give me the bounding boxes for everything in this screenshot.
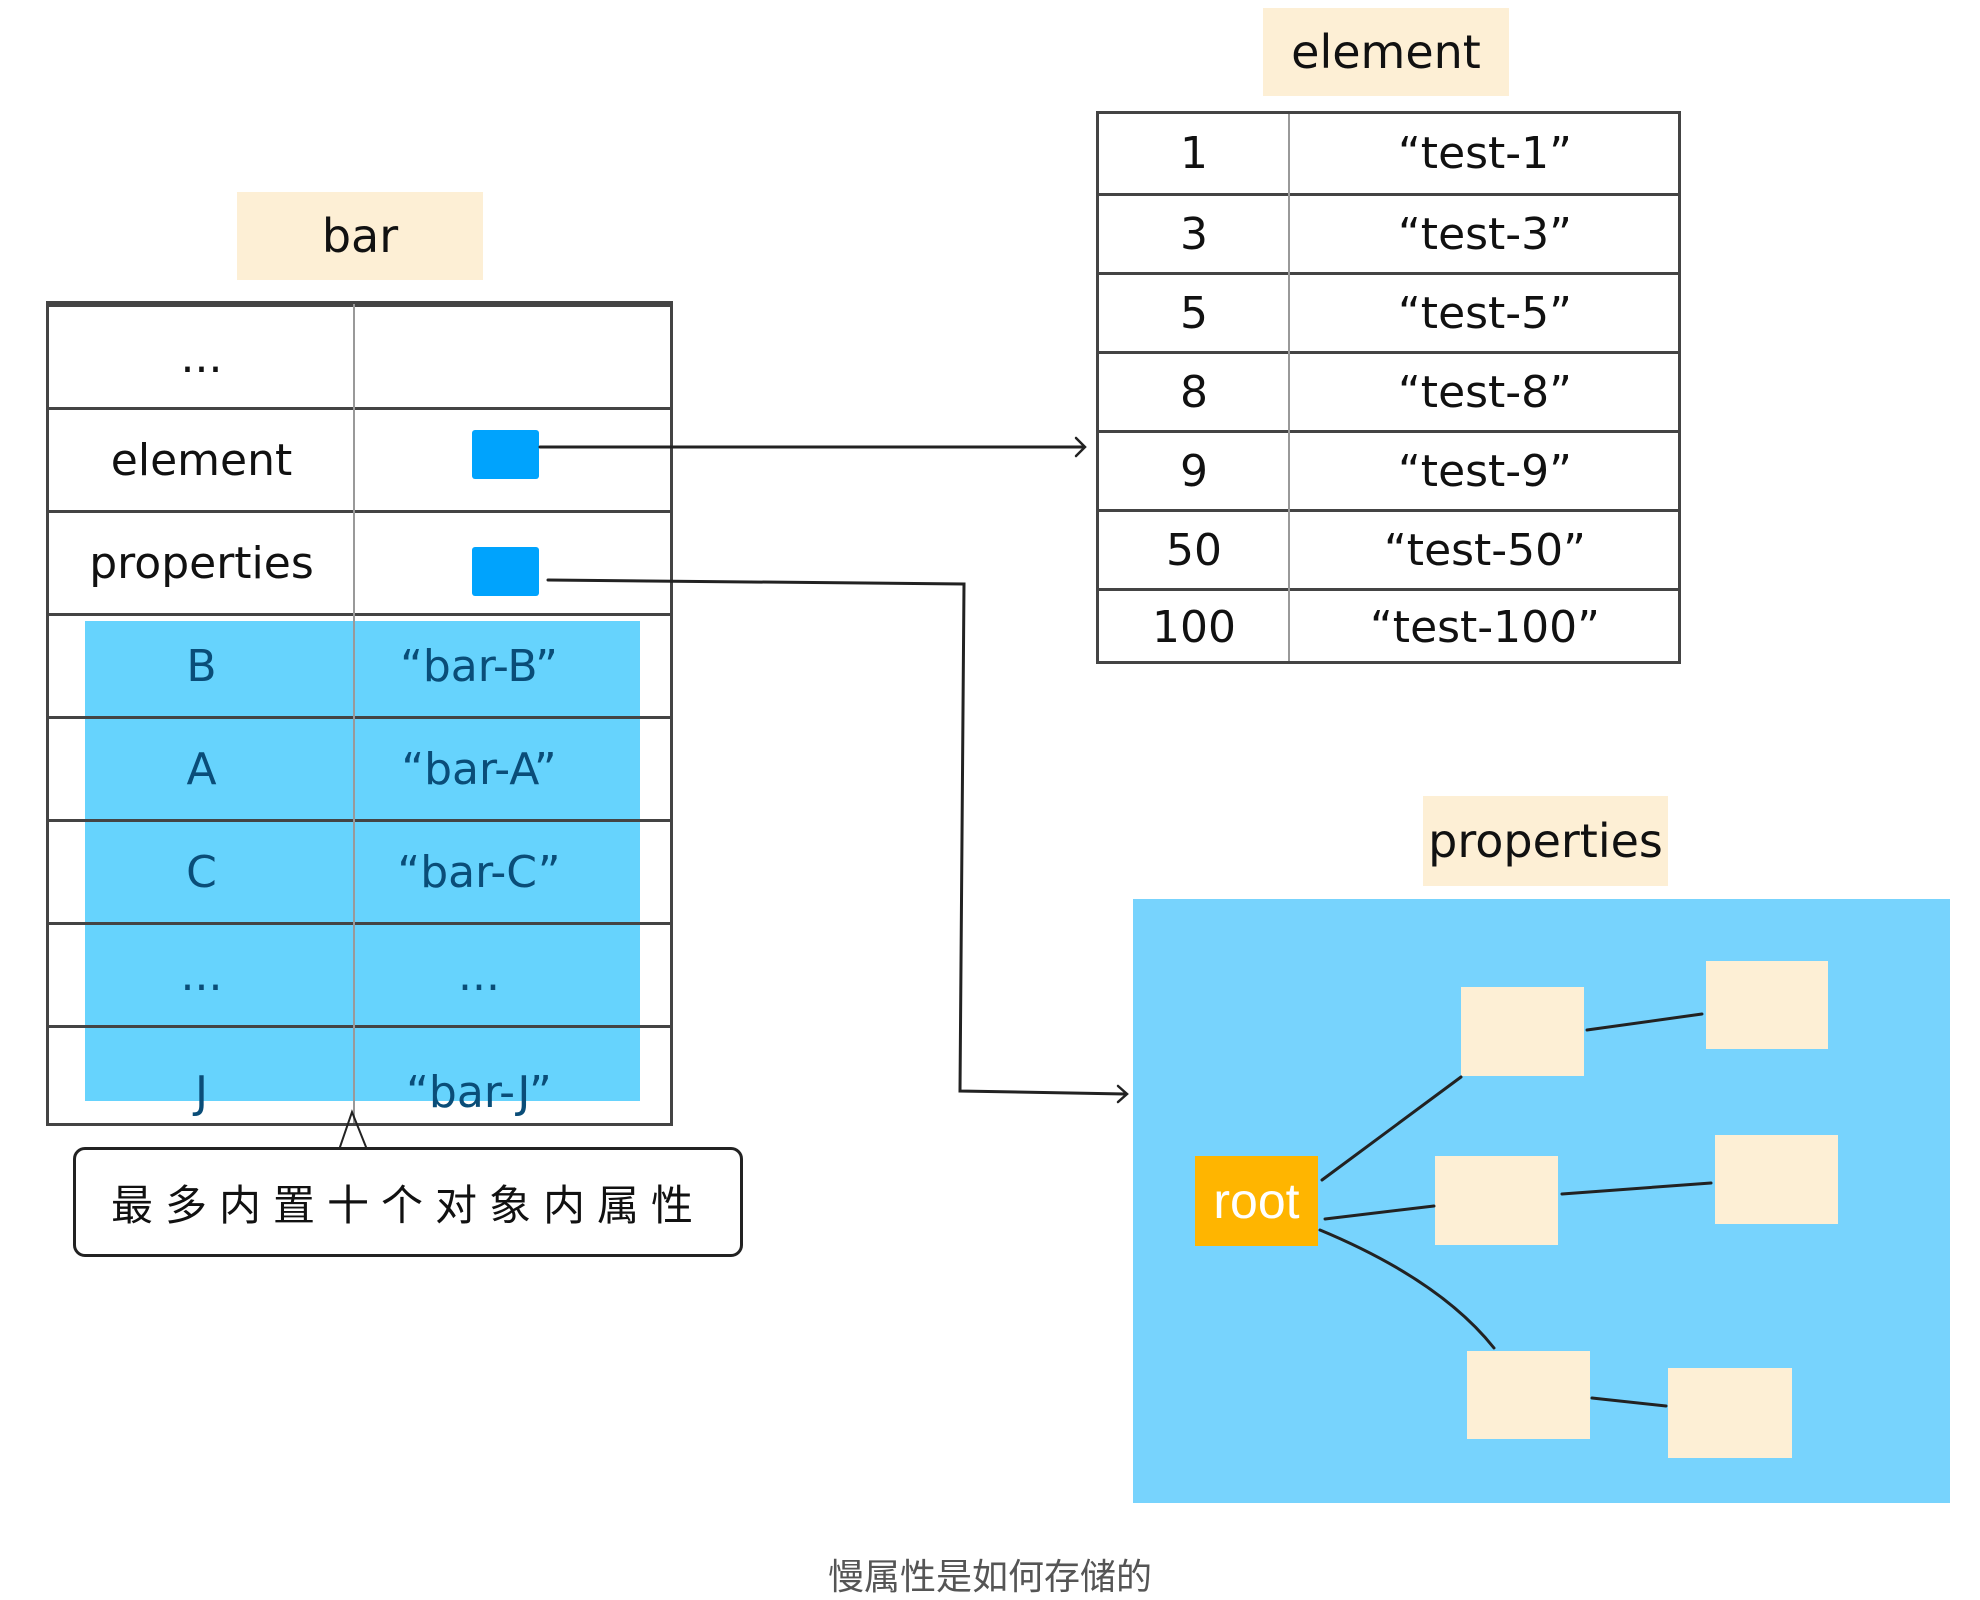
in-object-limit-callout: 最多内置十个对象内属性 (73, 1147, 743, 1257)
bar-title: bar (237, 192, 483, 280)
bar-row: ... (49, 304, 670, 407)
element-value: “test-100” (1370, 602, 1600, 653)
element-row: 3 “test-3” (1099, 193, 1678, 272)
element-value: “test-9” (1398, 445, 1572, 497)
element-value: “test-8” (1398, 366, 1572, 418)
bar-row-value: “bar-C” (397, 846, 561, 898)
bar-row-value: “bar-J” (406, 1066, 552, 1118)
properties-title-text: properties (1428, 814, 1663, 868)
bar-title-text: bar (321, 209, 399, 263)
bar-row-value: ... (458, 949, 500, 1001)
element-pointer[interactable] (472, 430, 539, 479)
properties-arrowhead-icon (1116, 1084, 1129, 1104)
element-row: 9 “test-9” (1099, 430, 1678, 509)
element-row: 100 “test-100” (1099, 588, 1678, 664)
tree-node (1435, 1156, 1558, 1245)
element-index: 9 (1180, 445, 1208, 497)
element-index: 100 (1152, 602, 1236, 653)
element-column-divider (1288, 114, 1290, 661)
element-index: 8 (1180, 366, 1208, 418)
element-title-text: element (1291, 25, 1481, 79)
element-index: 1 (1180, 128, 1208, 179)
element-arrowhead-icon (1074, 436, 1087, 458)
element-value: “test-5” (1398, 287, 1572, 339)
bar-row-key: J (195, 1066, 208, 1118)
element-value: “test-3” (1398, 208, 1572, 260)
root-node: root (1195, 1156, 1318, 1246)
element-row: 8 “test-8” (1099, 351, 1678, 430)
element-row: 1 “test-1” (1099, 114, 1678, 193)
bar-row: J “bar-J” (49, 1025, 670, 1126)
element-index: 3 (1180, 208, 1208, 260)
bar-row-element: element (49, 407, 670, 510)
bar-row-key: C (186, 846, 217, 898)
bar-row: ... ... (49, 922, 670, 1025)
properties-title: properties (1423, 796, 1668, 886)
bar-table: ... element properties B “bar-B” A “bar-… (46, 301, 673, 1126)
tree-node (1715, 1135, 1838, 1224)
figure-caption-text: 慢属性是如何存储的 (827, 1557, 1152, 1598)
bar-row-value: “bar-A” (401, 743, 557, 795)
bar-row-properties: properties (49, 510, 670, 613)
root-label: root (1213, 1173, 1300, 1229)
bar-column-divider (353, 304, 355, 1123)
element-index: 50 (1166, 524, 1222, 576)
element-row: 50 “test-50” (1099, 509, 1678, 588)
bar-row-key: element (110, 434, 293, 486)
tree-node (1467, 1351, 1590, 1439)
callout-text: 最多内置十个对象内属性 (110, 1180, 705, 1230)
element-value: “test-1” (1398, 128, 1572, 179)
tree-node (1461, 987, 1584, 1076)
element-table: 1 “test-1” 3 “test-3” 5 “test-5” 8 “test… (1096, 111, 1681, 664)
element-title: element (1263, 8, 1509, 96)
element-index: 5 (1180, 287, 1208, 339)
bar-row-key: B (186, 640, 217, 692)
figure-caption: 慢属性是如何存储的 (0, 1548, 1980, 1600)
element-row: 5 “test-5” (1099, 272, 1678, 351)
tree-node (1668, 1368, 1792, 1458)
bar-row-key: A (186, 743, 217, 795)
bar-row: C “bar-C” (49, 819, 670, 922)
tree-node (1706, 961, 1828, 1049)
bar-row: A “bar-A” (49, 716, 670, 819)
element-value: “test-50” (1384, 524, 1586, 576)
bar-row-value: “bar-B” (400, 640, 558, 692)
properties-pointer[interactable] (472, 547, 539, 596)
bar-row-key: ... (180, 331, 223, 383)
bar-row-key: properties (89, 537, 314, 589)
bar-row: B “bar-B” (49, 613, 670, 716)
bar-row-key: ... (180, 949, 223, 1001)
